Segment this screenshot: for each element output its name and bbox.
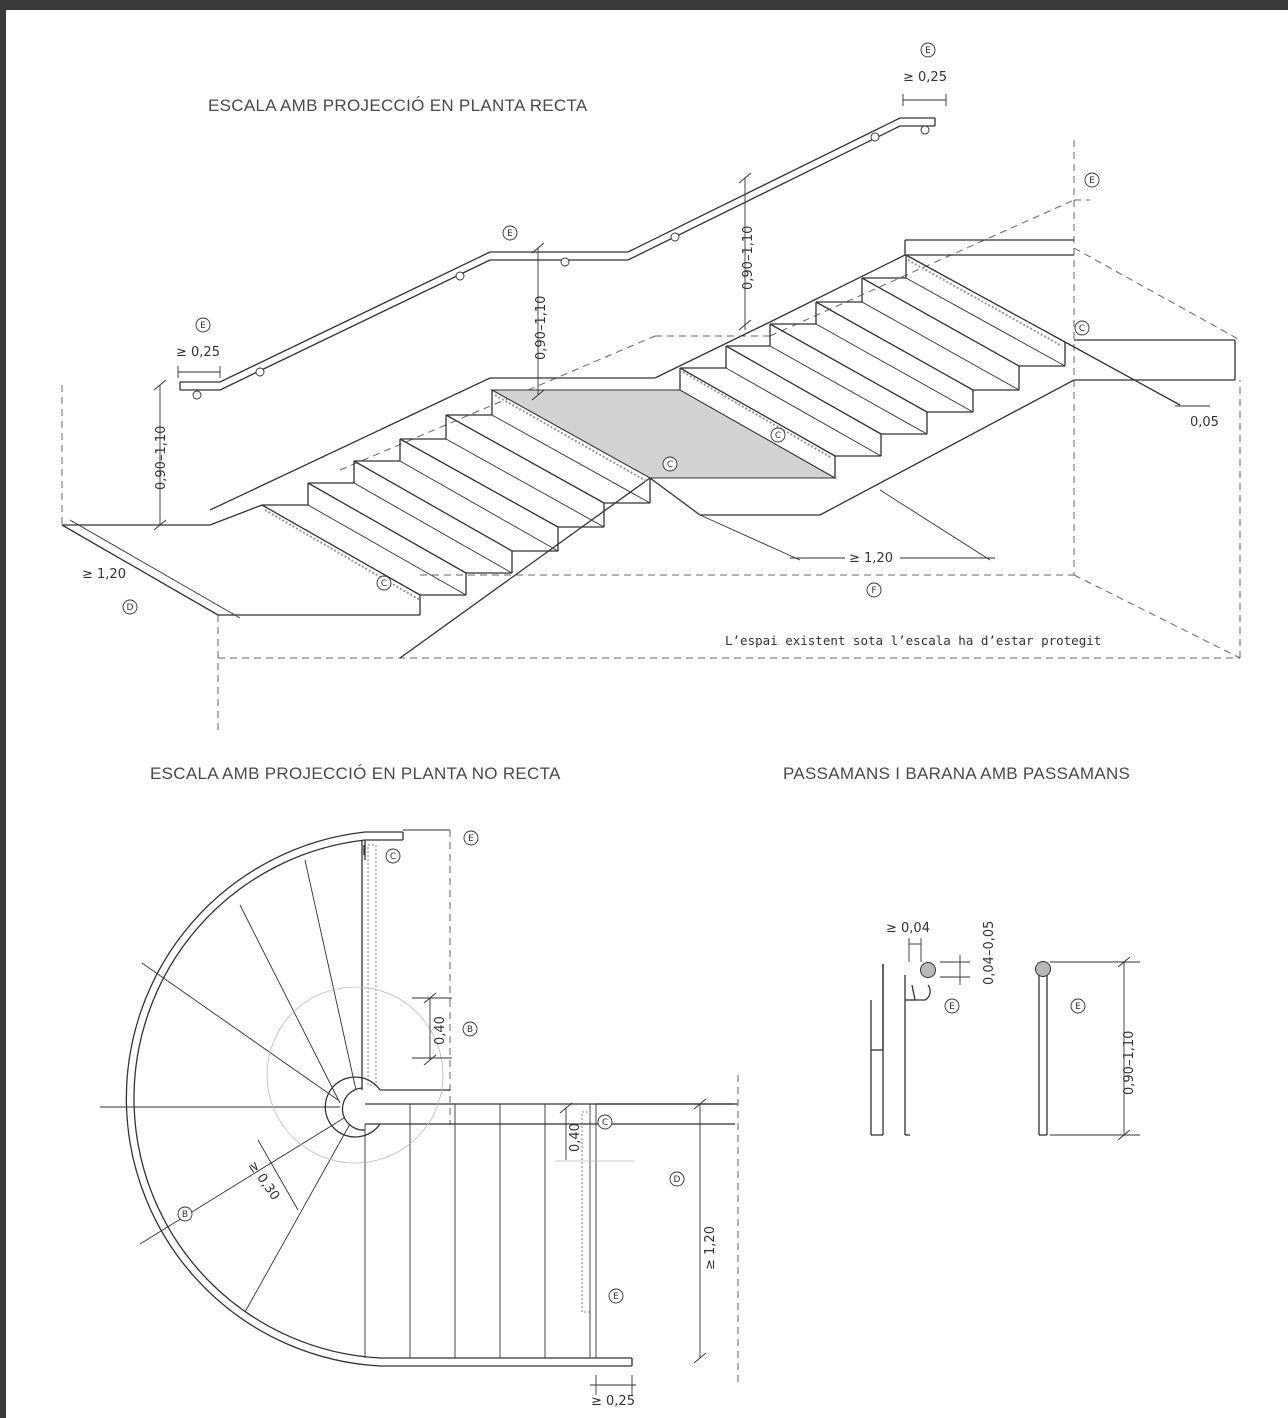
title-curved-stair: ESCALA AMB PROJECCIÓ EN PLANTA NO RECTA bbox=[150, 764, 561, 783]
svg-text:E: E bbox=[507, 229, 513, 239]
svg-text:D: D bbox=[127, 603, 134, 613]
svg-text:E: E bbox=[925, 46, 931, 56]
svg-text:C: C bbox=[775, 431, 781, 441]
dim-ext-left: ≥ 0,25 bbox=[176, 345, 220, 360]
upper-flight bbox=[679, 254, 1181, 478]
svg-text:E: E bbox=[1089, 176, 1095, 186]
dim-height-left: 0,90–1,10 bbox=[154, 426, 169, 490]
handrail-straight bbox=[179, 117, 936, 400]
dim-ext-curved: ≥ 0,25 bbox=[591, 1394, 635, 1409]
stair-enclosure-dashed bbox=[61, 140, 1241, 730]
lower-flight bbox=[261, 390, 651, 615]
svg-text:E: E bbox=[1075, 1002, 1081, 1012]
circle-labels-curved: E C B B C D E bbox=[177, 830, 685, 1304]
svg-text:C: C bbox=[390, 852, 396, 862]
svg-text:E: E bbox=[200, 321, 206, 331]
svg-text:C: C bbox=[667, 460, 673, 470]
dim-band-lower: 0,40 bbox=[568, 1123, 583, 1152]
dim-diameter: 0,04–0,05 bbox=[982, 921, 997, 985]
svg-text:B: B bbox=[467, 1025, 473, 1035]
circle-labels-straight: E E E E C C C C D F bbox=[122, 42, 1100, 615]
dim-landing-bottom: ≥ 1,20 bbox=[82, 567, 126, 582]
dim-band-upper: 0,40 bbox=[433, 1016, 448, 1045]
dim-step: ≥ 0,30 bbox=[245, 1159, 283, 1204]
dim-separation: ≥ 0,04 bbox=[886, 921, 930, 936]
floor-lines bbox=[61, 239, 1236, 659]
svg-text:C: C bbox=[381, 579, 387, 589]
dim-ext-top: ≥ 0,25 bbox=[903, 70, 947, 85]
svg-text:F: F bbox=[871, 586, 876, 596]
sheet-top-border bbox=[0, 0, 1288, 10]
svg-text:C: C bbox=[1079, 324, 1085, 334]
dim-landing-mid: ≥ 1,20 bbox=[849, 551, 893, 566]
dim-landing-vertical: ≥ 1,20 bbox=[703, 1226, 718, 1270]
note-under-stair: L’espai existent sota l’escala ha d’esta… bbox=[725, 633, 1101, 648]
svg-text:E: E bbox=[613, 1292, 619, 1302]
straight-stair: 0,90–1,10 0,90–1,10 0,90–1,10 ≥ 0,25 ≥ 0… bbox=[61, 42, 1241, 730]
dimension-heights: 0,90–1,10 0,90–1,10 0,90–1,10 bbox=[153, 172, 756, 531]
svg-text:D: D bbox=[674, 1175, 681, 1185]
svg-text:B: B bbox=[182, 1210, 188, 1220]
svg-text:C: C bbox=[602, 1118, 608, 1128]
dim-height-right: 0,90–1,10 bbox=[741, 226, 756, 290]
curved-stair-plan: 0,40 0,40 ≥ 0,30 ≥ 1,20 ≥ 0,25 E C B B C… bbox=[100, 829, 739, 1409]
svg-text:E: E bbox=[468, 834, 474, 844]
sheet-left-border bbox=[0, 0, 6, 1418]
handrail-details: ≥ 0,04 0,04–0,05 E 0,90–1,10 E bbox=[870, 921, 1140, 1141]
title-straight-stair: ESCALA AMB PROJECCIÓ EN PLANTA RECTA bbox=[208, 96, 588, 115]
dim-edge: 0,05 bbox=[1190, 415, 1219, 430]
svg-text:E: E bbox=[949, 1002, 955, 1012]
dim-height-mid: 0,90–1,10 bbox=[534, 296, 549, 360]
title-handrails: PASSAMANS I BARANA AMB PASSAMANS bbox=[783, 764, 1130, 783]
dim-balustrade-height: 0,90–1,10 bbox=[1122, 1031, 1137, 1095]
